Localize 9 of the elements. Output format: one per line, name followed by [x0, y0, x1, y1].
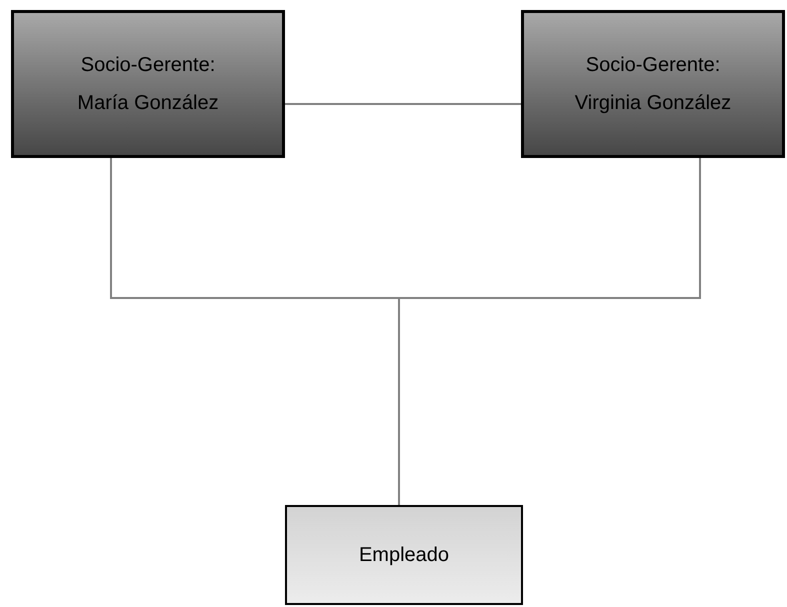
role-box — [285, 505, 523, 605]
role-text: Empleado — [358, 543, 450, 568]
role-text: Socio-Gerente: — [80, 53, 216, 78]
connector-line — [285, 103, 521, 105]
role-text: María González — [77, 91, 219, 116]
role-text: Socio-Gerente: — [586, 53, 720, 78]
role-box — [11, 10, 285, 158]
role-text: Virginia González — [574, 91, 732, 116]
role-box — [521, 10, 785, 158]
